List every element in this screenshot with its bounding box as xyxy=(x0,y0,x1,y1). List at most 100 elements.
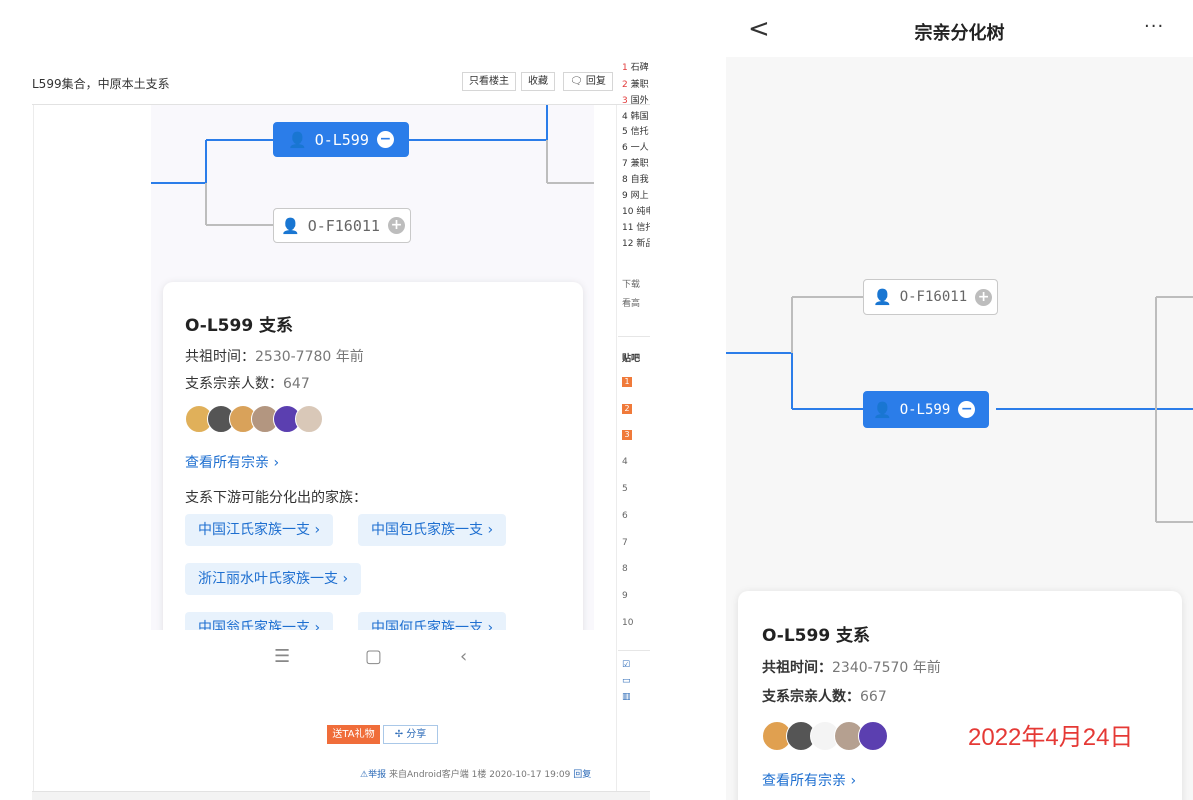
rank-item[interactable]: 4 xyxy=(622,457,628,467)
rank-item[interactable]: 2 xyxy=(622,404,632,414)
rank-item[interactable]: 3 xyxy=(622,430,632,440)
list-item[interactable]: 12 新品 xyxy=(622,236,650,249)
family-chip[interactable]: 中国何氏家族一支 › xyxy=(358,612,507,630)
family-chip[interactable]: 中国翁氏家族一支 › xyxy=(185,612,334,630)
back-nav-icon[interactable]: ‹ xyxy=(460,646,468,667)
home-icon[interactable]: ▢ xyxy=(365,646,383,667)
view-text[interactable]: 看高 xyxy=(622,299,641,309)
list-item[interactable]: 1 石碑 xyxy=(622,60,649,73)
list-item[interactable]: 11 信托 xyxy=(622,220,650,233)
trash-icon[interactable]: ▥ xyxy=(622,692,631,702)
app-title: 宗亲分化树 xyxy=(914,23,1005,44)
gift-button[interactable]: 送TA礼物 xyxy=(327,725,380,744)
card-title: O-L599 支系 xyxy=(762,626,871,646)
rank-item[interactable]: 9 xyxy=(622,591,628,601)
item-text: 自我 xyxy=(630,175,649,185)
item-num: 6 xyxy=(622,143,628,153)
reply-top-button[interactable]: 🗨 回复 xyxy=(563,72,613,91)
member-count: 支系宗亲人数：667 xyxy=(762,686,887,706)
node-label: O-L599 xyxy=(314,130,369,149)
ancestor-time: 共祖时间：2530-7780 年前 xyxy=(185,346,364,366)
list-item[interactable]: 6 一人 xyxy=(622,140,649,153)
post-footer xyxy=(32,792,650,800)
ancestor-label: 共祖时间： xyxy=(762,660,832,676)
family-label: 中国何氏家族一支 xyxy=(371,620,483,630)
family-chip[interactable]: 中国包氏家族一支 › xyxy=(358,514,507,546)
count-value: 667 xyxy=(860,689,887,705)
sidebar-sliver: 1 石碑 2 兼职 3 国外 4 韩国 5 信托 6 一人 7 兼职 8 自我 … xyxy=(618,60,650,800)
list-item[interactable]: 10 纯电 xyxy=(622,204,650,217)
item-num: 12 xyxy=(622,239,634,249)
family-chip[interactable]: 中国江氏家族一支 › xyxy=(185,514,334,546)
comment-icon: 🗨 xyxy=(570,76,583,87)
node-o-f16011[interactable]: 👤 O-F16011 + xyxy=(273,208,411,243)
minus-circle-icon[interactable]: − xyxy=(376,131,394,148)
share-button[interactable]: ✢ 分享 xyxy=(383,725,438,744)
count-label: 支系宗亲人数： xyxy=(762,689,860,705)
sidebar-divider xyxy=(618,336,650,337)
minus-circle-icon[interactable]: − xyxy=(958,401,976,418)
menu-icon[interactable]: ☰ xyxy=(274,646,291,667)
back-icon[interactable]: < xyxy=(748,14,770,44)
node-label: O-L599 xyxy=(899,401,951,418)
list-item[interactable]: 4 韩国 xyxy=(622,109,649,122)
avatar[interactable] xyxy=(858,721,888,751)
download-text[interactable]: 下载 xyxy=(622,280,641,290)
node-o-l599[interactable]: 👤 O-L599 − xyxy=(273,122,409,157)
view-all-link[interactable]: 查看所有宗亲 › xyxy=(762,770,856,790)
plus-circle-icon[interactable]: + xyxy=(387,217,405,234)
time-text: 2020-10-17 19:09 xyxy=(489,770,571,780)
count-label: 支系宗亲人数： xyxy=(185,376,283,392)
avatar[interactable] xyxy=(295,405,323,433)
app-header: < 宗亲分化树 ··· xyxy=(726,0,1193,57)
family-label: 中国江氏家族一支 xyxy=(198,522,310,538)
list-item[interactable]: 8 自我 xyxy=(622,172,649,185)
rank-item[interactable]: 6 xyxy=(622,511,628,521)
node-o-l599[interactable]: 👤 O-L599 − xyxy=(863,391,990,428)
report-link[interactable]: ⚠举报 xyxy=(360,770,387,780)
more-icon[interactable]: ··· xyxy=(1144,16,1165,37)
list-item[interactable]: 9 网上 xyxy=(622,188,649,201)
item-text: 网上 xyxy=(630,191,649,201)
embedded-screenshot: 👤 O-L599 − 👤 O-F16011 + O-L599 支系 共祖时间：2… xyxy=(151,105,594,630)
item-num: 2 xyxy=(622,80,628,90)
edit-icon[interactable]: ☑ xyxy=(622,660,631,670)
node-o-f16011[interactable]: 👤 O-F16011 + xyxy=(863,279,999,315)
rank-item[interactable]: 8 xyxy=(622,564,628,574)
rank-item[interactable]: 10 xyxy=(622,618,634,628)
avatar-row[interactable] xyxy=(762,721,888,751)
list-item[interactable]: 2 兼职 xyxy=(622,77,649,90)
list-item[interactable]: 3 国外 xyxy=(622,93,649,106)
favorite-button[interactable]: 收藏 xyxy=(521,72,555,91)
sidebar-divider xyxy=(618,650,650,651)
rank-item[interactable]: 5 xyxy=(622,484,628,494)
plus-circle-icon[interactable]: + xyxy=(975,288,993,306)
view-all-link[interactable]: 查看所有宗亲 › xyxy=(185,452,279,472)
rank-badge: 3 xyxy=(622,430,632,440)
item-text: 纯电 xyxy=(636,207,650,217)
item-num: 10 xyxy=(622,207,634,217)
reply-link[interactable]: 回复 xyxy=(573,770,592,780)
share-label: 分享 xyxy=(406,729,427,740)
tree-lines xyxy=(726,296,1193,523)
ancestor-time: 共祖时间：2340-7570 年前 xyxy=(762,657,941,677)
post-header-divider xyxy=(32,104,650,105)
item-num: 8 xyxy=(622,175,628,185)
list-item[interactable]: 5 信托 xyxy=(622,124,649,137)
tree-lines xyxy=(151,105,594,226)
family-chip[interactable]: 浙江丽水叶氏家族一支 › xyxy=(185,563,362,595)
person-icon: 👤 xyxy=(873,288,892,306)
rank-badge: 2 xyxy=(622,404,632,414)
item-num: 5 xyxy=(622,127,628,137)
item-num: 3 xyxy=(622,96,628,106)
avatar-row[interactable] xyxy=(185,405,323,433)
ancestor-value: 2340-7570 年前 xyxy=(832,660,941,676)
rank-item[interactable]: 1 xyxy=(622,377,632,387)
only-op-button[interactable]: 只看楼主 xyxy=(462,72,516,91)
node-label: O-F16011 xyxy=(307,216,380,235)
list-item[interactable]: 7 兼职 xyxy=(622,156,649,169)
member-count: 支系宗亲人数：647 xyxy=(185,373,310,393)
rank-item[interactable]: 7 xyxy=(622,538,628,548)
post-bottom-divider xyxy=(32,791,650,792)
chat-icon[interactable]: ▭ xyxy=(622,676,631,686)
